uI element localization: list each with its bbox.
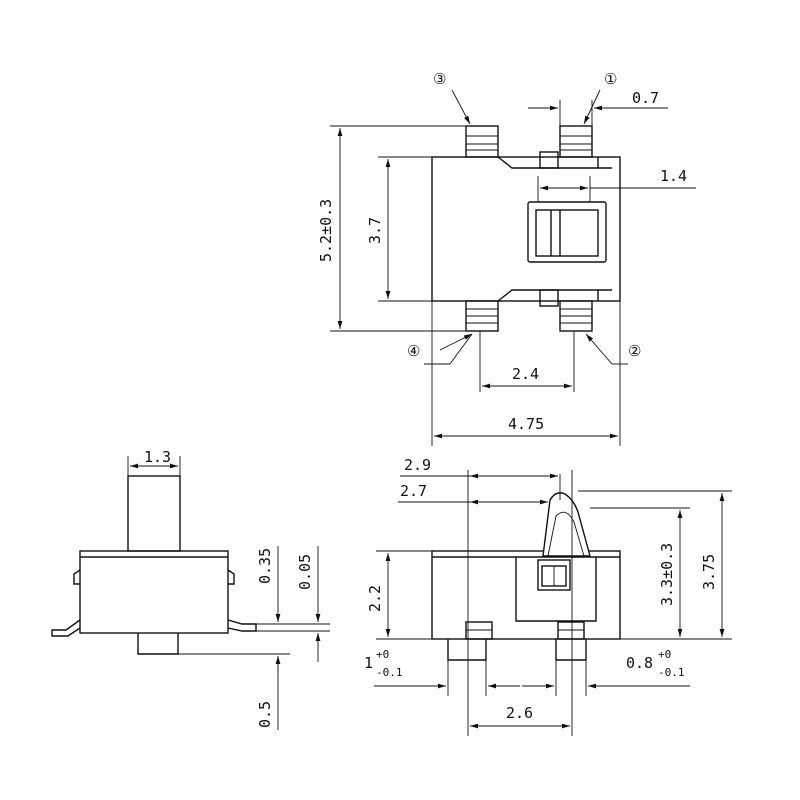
pin-terminals [465, 125, 593, 332]
dim-3-7-label: 3.7 [366, 217, 384, 244]
dim-4-75-label: 4.75 [508, 415, 544, 433]
top-view: ③ ① ④ ② 0.7 1.4 5.2±0.3 3.7 2.4 4.75 [317, 70, 696, 446]
pin-3-label: ③ [433, 70, 446, 88]
dim-0-8-label: 0.8 [626, 654, 653, 672]
dim-5-2-label: 5.2±0.3 [317, 199, 335, 262]
front-body [431, 550, 621, 640]
dim-1-tol-minus: -0.1 [376, 666, 403, 679]
side-view: 1.3 0.35 0.05 0.5 [51, 448, 330, 730]
dim-3-75-label: 3.75 [700, 554, 718, 590]
dim-0-8-tol-plus: +0 [658, 648, 671, 661]
dim-2-2-label: 2.2 [366, 585, 384, 612]
dim-1-label: 1 [364, 654, 373, 672]
dim-1-3-label: 1.3 [144, 448, 171, 466]
dim-2-4-label: 2.4 [512, 365, 539, 383]
dim-0-05-label: 0.05 [296, 554, 314, 590]
side-body [79, 550, 229, 634]
pin-1-label: ① [604, 70, 617, 88]
front-view: 2.9 2.7 2.2 3.3±0.3 3.75 1 +0 -0.1 0.8 +… [364, 456, 732, 736]
side-actuator [127, 475, 181, 552]
dim-2-6-label: 2.6 [506, 704, 533, 722]
top-actuator-inner [535, 209, 599, 257]
dim-3-3-label: 3.3±0.3 [658, 543, 676, 606]
top-body-outline [431, 156, 621, 302]
front-lever [542, 492, 591, 557]
dim-0-7-label: 0.7 [632, 89, 659, 107]
top-actuator-outer [527, 201, 607, 263]
top-rail [497, 156, 612, 169]
bottom-rail [497, 289, 612, 302]
dim-0-35-label: 0.35 [256, 548, 274, 584]
dim-0-8-tol-minus: -0.1 [658, 666, 685, 679]
dim-1-tol-plus: +0 [376, 648, 389, 661]
dim-2-9-label: 2.9 [404, 456, 431, 474]
pin-4-label: ④ [407, 342, 420, 360]
dim-0-5-label: 0.5 [256, 701, 274, 728]
dim-1-4-label: 1.4 [660, 167, 687, 185]
pin-2-label: ② [628, 342, 641, 360]
dim-2-7-label: 2.7 [400, 482, 427, 500]
